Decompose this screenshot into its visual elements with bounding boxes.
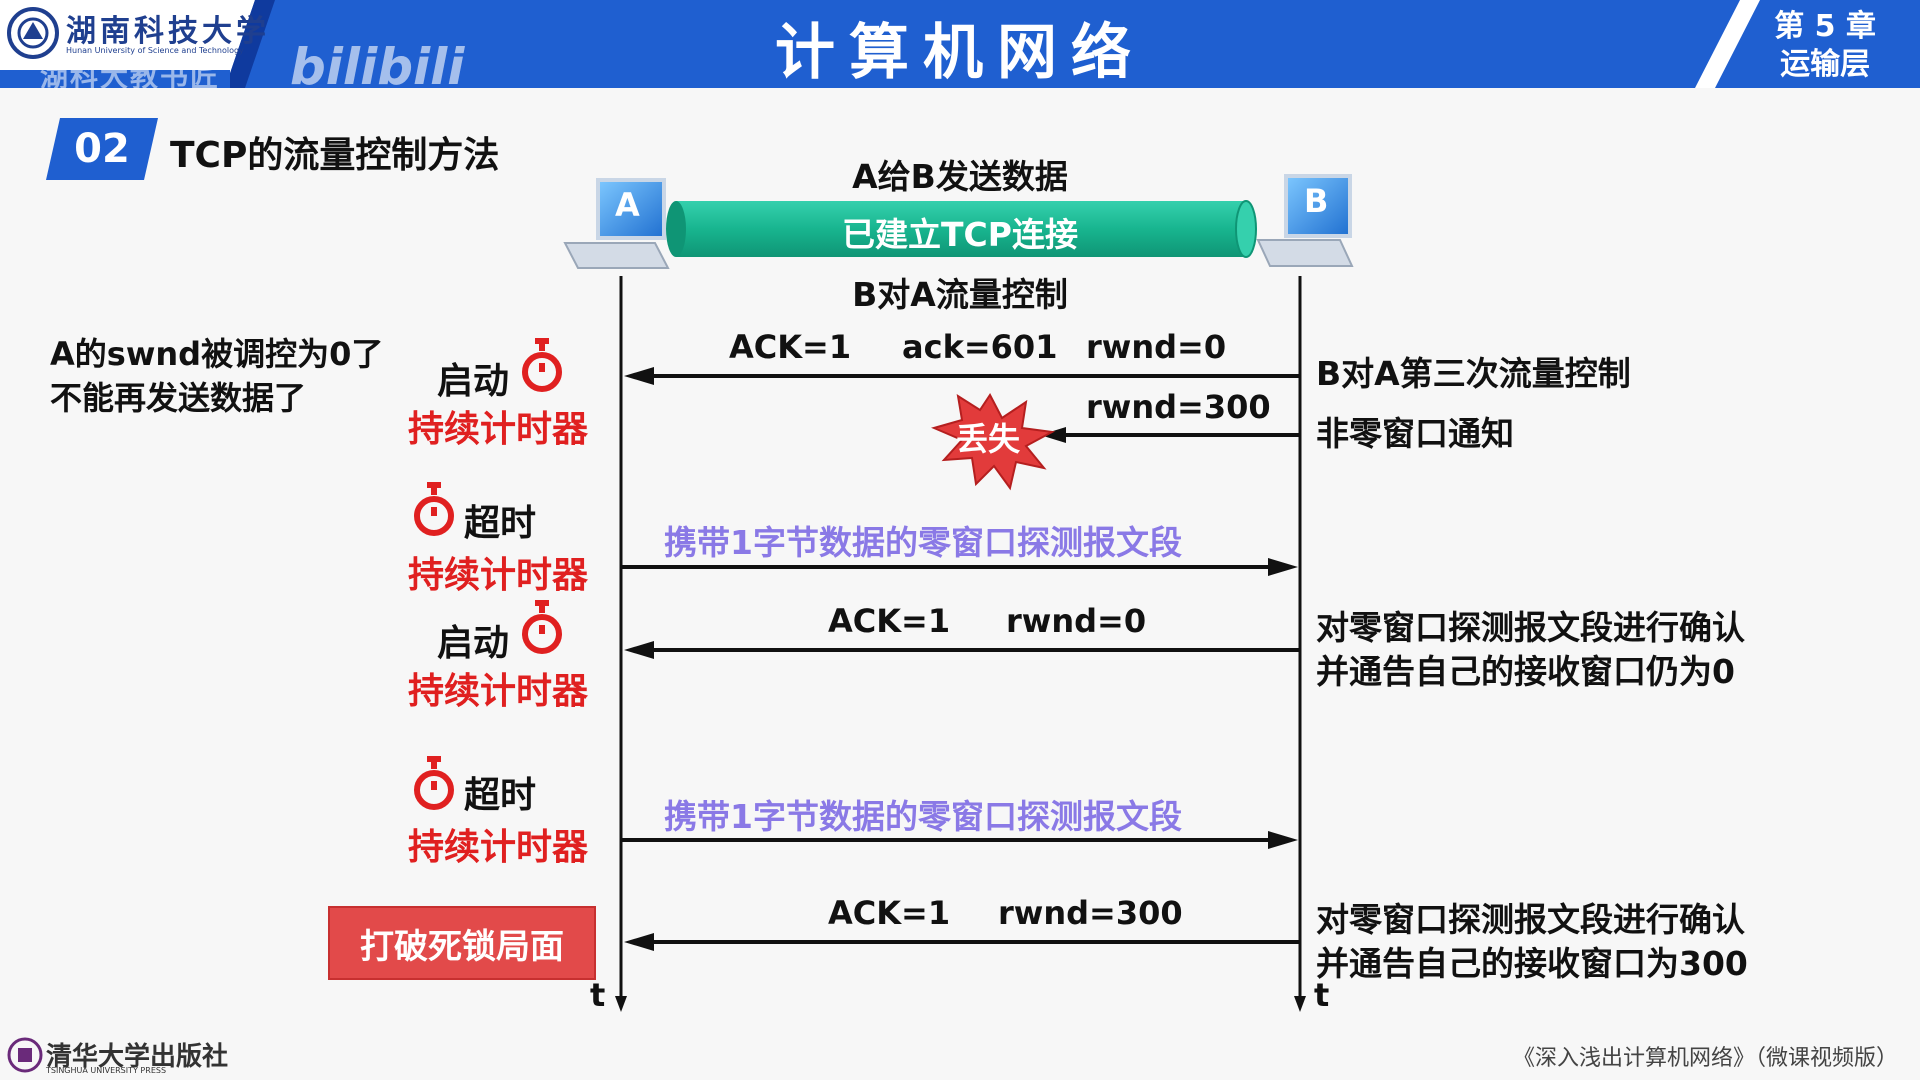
stopwatch-icon-4 — [414, 756, 454, 810]
msg4-rwnd: rwnd=300 — [998, 894, 1183, 932]
ack-note-1-line1: 对零窗口探测报文段进行确认 — [1316, 608, 1745, 647]
msg1-ack: ack=601 — [902, 328, 1058, 366]
msg1-ack-flag: ACK=1 — [729, 328, 852, 366]
ack-note-2: 对零窗口探测报文段进行确认 并通告自己的接收窗口为300 — [1316, 898, 1748, 986]
probe1-label: 携带1字节数据的零窗口探测报文段 — [664, 523, 1182, 562]
chapter-label: 第 5 章 运输层 — [1774, 8, 1876, 84]
chapter-number: 第 5 章 — [1774, 9, 1876, 44]
laptop-b-icon — [1256, 174, 1354, 267]
nonzero-window-note: 非零窗口通知 — [1316, 414, 1514, 453]
header-bar — [0, 0, 1920, 88]
stopwatch-icon-3 — [522, 600, 562, 654]
section-number-badge — [46, 118, 158, 180]
third-flow-control-note: B对A第三次流量控制 — [1316, 354, 1631, 393]
stopwatch-icon-1 — [522, 338, 562, 392]
arrow-b-to-a-1 — [624, 367, 1300, 385]
start-label-2: 启动 — [437, 623, 510, 664]
arrow-a-to-b-probe-2 — [621, 831, 1298, 849]
lost-burst-icon — [931, 393, 1056, 491]
time-axis-a-label: t — [590, 976, 606, 1014]
tcp-connection-pipe — [666, 200, 1257, 258]
swnd-note-line2: 不能再发送数据了 — [50, 379, 307, 417]
time-axis-b-label: t — [1314, 976, 1330, 1014]
deadlock-label: 打破死锁局面 — [328, 906, 596, 980]
publisher-name: 清华大学出版社 — [46, 1042, 229, 1072]
ack-note-1-line2: 并通告自己的接收窗口仍为0 — [1316, 652, 1735, 691]
persist-timer-label-3: 持续计时器 — [408, 671, 589, 712]
watermark-text: 湖科大教书匠 — [40, 60, 221, 93]
university-name-en: Hunan University of Science and Technolo… — [66, 46, 244, 55]
timeout-label-2: 超时 — [464, 775, 537, 816]
section-number: 02 — [74, 126, 130, 172]
flow-control-label: B对A流量控制 — [852, 275, 1068, 314]
university-logo-icon — [7, 7, 59, 59]
timeout-label-1: 超时 — [464, 503, 537, 544]
time-axis-a — [615, 276, 627, 1012]
laptop-a-icon — [563, 178, 670, 269]
persist-timer-label-1: 持续计时器 — [408, 409, 589, 450]
probe2-label: 携带1字节数据的零窗口探测报文段 — [664, 797, 1182, 836]
lost-label: 丢失 — [956, 420, 1021, 458]
bilibili-watermark: bilibili — [290, 38, 465, 96]
connection-label: 已建立TCP连接 — [842, 215, 1078, 254]
book-title: 《深入浅出计算机网络》（微课视频版） — [1512, 1046, 1898, 1071]
msg4-ack-flag: ACK=1 — [828, 894, 951, 932]
course-title: 计算机网络 — [775, 18, 1145, 88]
host-b-label: B — [1304, 182, 1329, 220]
university-name: 湖南科技大学 — [66, 14, 270, 49]
msg1-rwnd: rwnd=0 — [1086, 328, 1227, 366]
persist-timer-label-2: 持续计时器 — [408, 555, 589, 596]
start-label-1: 启动 — [437, 361, 510, 402]
send-data-label: A给B发送数据 — [852, 157, 1068, 196]
arrow-lost — [1040, 427, 1300, 443]
msg3-ack-flag: ACK=1 — [828, 602, 951, 640]
time-axis-b — [1294, 276, 1306, 1012]
ack-note-2-line1: 对零窗口探测报文段进行确认 — [1316, 900, 1745, 939]
msg3-rwnd: rwnd=0 — [1006, 602, 1147, 640]
ack-note-1: 对零窗口探测报文段进行确认 并通告自己的接收窗口仍为0 — [1316, 606, 1745, 694]
section-title: TCP的流量控制方法 — [170, 135, 500, 176]
publisher-name-en: TSINGHUA UNIVERSITY PRESS — [46, 1066, 167, 1075]
arrow-a-to-b-probe-1 — [621, 558, 1298, 576]
stopwatch-icon-2 — [414, 482, 454, 536]
publisher-logo-icon — [7, 1037, 43, 1073]
swnd-note-line1: A的swnd被调控为0了 — [50, 335, 384, 373]
msg2-rwnd: rwnd=300 — [1086, 388, 1271, 426]
persist-timer-label-4: 持续计时器 — [408, 827, 589, 868]
arrow-b-to-a-4 — [624, 933, 1300, 951]
chapter-name: 运输层 — [1780, 47, 1871, 82]
host-a-label: A — [615, 186, 640, 224]
arrow-b-to-a-3 — [624, 641, 1300, 659]
swnd-note: A的swnd被调控为0了 不能再发送数据了 — [50, 332, 383, 420]
ack-note-2-line2: 并通告自己的接收窗口为300 — [1316, 944, 1748, 983]
